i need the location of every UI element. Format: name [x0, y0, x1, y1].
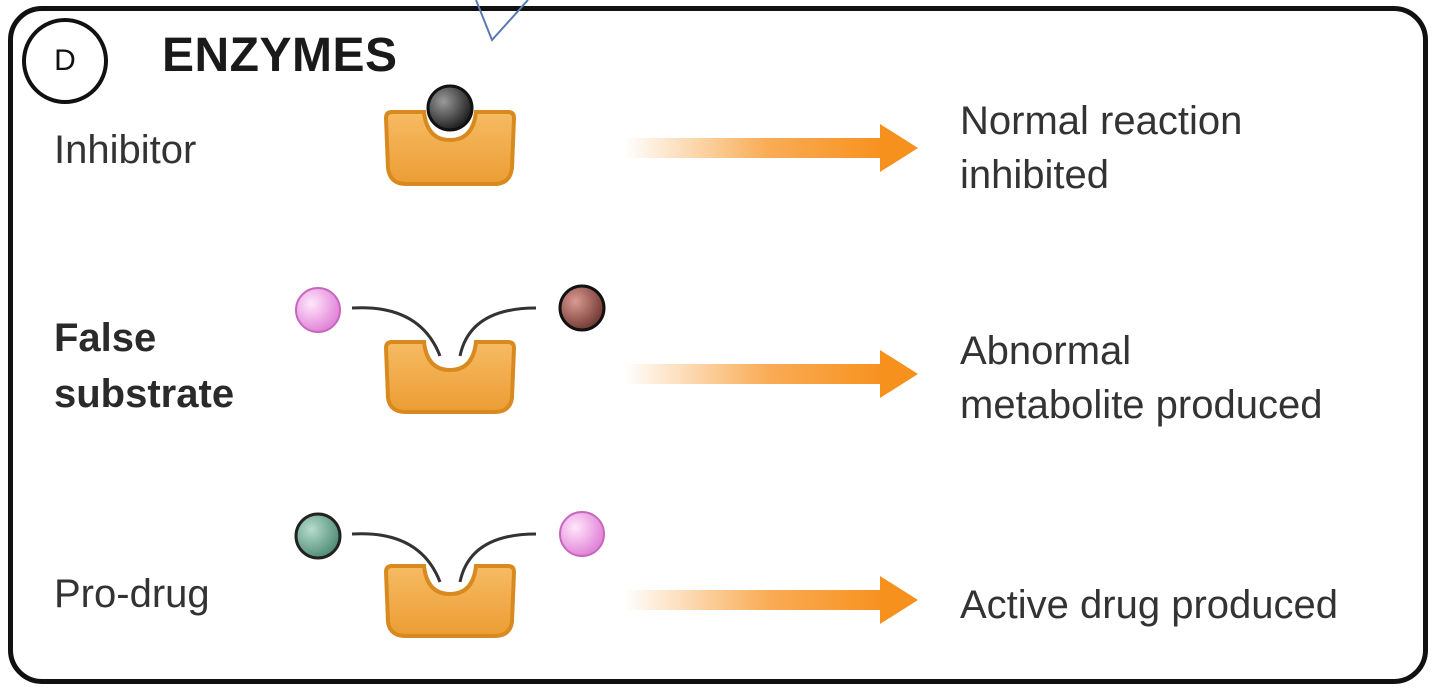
inhibitor-enzyme-icon	[383, 110, 517, 186]
arrow-row-pro-drug	[624, 576, 918, 624]
row-label-pro-drug: Pro-drug	[54, 566, 210, 622]
panel-badge-circle	[22, 18, 108, 104]
enzymes-panel	[8, 6, 1428, 684]
false-substrate-molecule-brown-icon	[558, 284, 606, 332]
panel-badge-letter: D	[54, 44, 76, 77]
result-pro-drug: Active drug produced	[960, 578, 1338, 632]
result-false-substrate: Abnormal metabolite produced	[960, 324, 1322, 432]
pro-drug-link-left	[351, 532, 442, 583]
arrow-row-false-substrate	[624, 350, 918, 398]
row-label-line: Pro-drug	[54, 572, 210, 616]
result-line: metabolite produced	[960, 383, 1323, 427]
false-substrate-enzyme-icon	[383, 340, 517, 414]
result-line: Normal reaction	[960, 99, 1243, 143]
row-label-false-substrate: False substrate	[54, 310, 234, 422]
decorative-tick	[475, 0, 529, 42]
pro-drug-molecule-pink-icon	[559, 511, 605, 557]
false-substrate-molecule-pink-icon	[295, 287, 341, 333]
arrow-row-inhibitor	[624, 124, 918, 172]
result-line: Abnormal	[960, 329, 1132, 373]
row-label-line: substrate	[54, 372, 235, 416]
row-label-inhibitor: Inhibitor	[54, 122, 196, 178]
result-inhibitor: Normal reaction inhibited	[960, 94, 1242, 202]
pro-drug-enzyme-icon	[383, 564, 517, 638]
result-line: Active drug produced	[960, 583, 1339, 627]
panel-title: ENZYMES	[162, 29, 398, 82]
false-substrate-link-left	[351, 306, 442, 357]
pro-drug-molecule-green-icon	[294, 512, 342, 560]
row-label-line: False	[54, 316, 157, 360]
result-line: inhibited	[960, 153, 1110, 197]
inhibitor-molecule-icon	[426, 84, 474, 132]
pro-drug-link-right	[458, 532, 537, 583]
row-label-line: Inhibitor	[54, 128, 197, 172]
false-substrate-link-right	[458, 306, 537, 357]
